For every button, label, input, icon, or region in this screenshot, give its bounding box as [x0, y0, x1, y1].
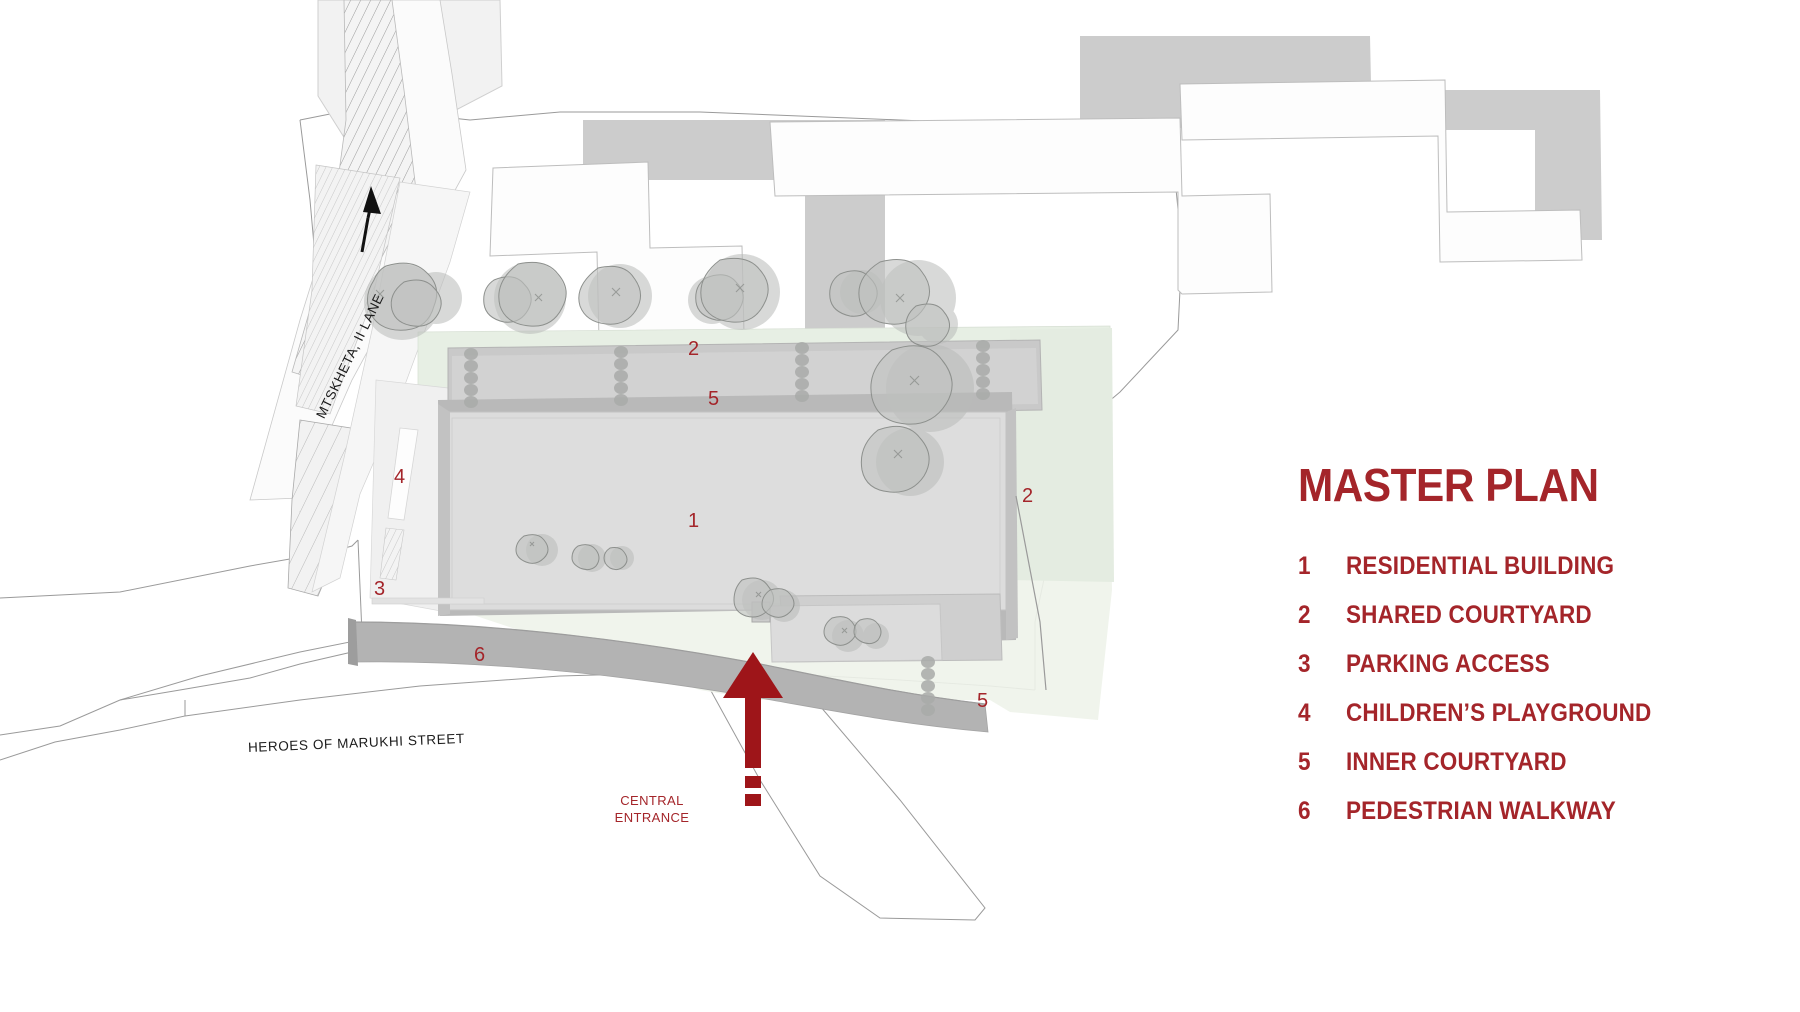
- plan-number-2-right: 2: [1022, 485, 1034, 507]
- legend-number-6: 6: [1298, 797, 1311, 825]
- childrens-playground: [371, 427, 485, 605]
- legend-number-2: 2: [1298, 601, 1311, 629]
- pedestrian-walkway: [348, 618, 989, 733]
- north-arrow: [360, 186, 381, 253]
- legend-label-4: CHILDREN’S PLAYGROUND: [1346, 699, 1652, 727]
- plan-number-5-top: 5: [708, 388, 720, 410]
- entrance-line-2: ENTRANCE: [614, 810, 690, 826]
- legend-label-2: SHARED COURTYARD: [1346, 601, 1592, 629]
- legend-item-3: 3 PARKING ACCESS: [1298, 650, 1758, 680]
- legend-title: MASTER PLAN: [1298, 459, 1599, 511]
- hedge-rows: [464, 340, 990, 716]
- plan-number-2-top: 2: [688, 338, 700, 360]
- plan-number-4: 4: [394, 466, 406, 488]
- legend-number-5: 5: [1298, 748, 1311, 776]
- legend-number-1: 1: [1298, 552, 1311, 580]
- central-entrance-arrow: [723, 652, 783, 806]
- entrance-line-1: CENTRAL: [620, 793, 684, 808]
- site-fence-line: [1015, 495, 1047, 691]
- legend-item-6: 6 PEDESTRIAN WALKWAY: [1298, 797, 1758, 827]
- legend-item-4: 4 CHILDREN’S PLAYGROUND: [1298, 699, 1758, 729]
- central-entrance-label: CENTRAL ENTRANCE: [597, 792, 707, 826]
- legend-label-6: PEDESTRIAN WALKWAY: [1346, 797, 1616, 825]
- legend-panel: MASTER PLAN 1 RESIDENTIAL BUILDING 2 SHA…: [1298, 462, 1758, 846]
- plan-number-5-bottom: 5: [977, 690, 989, 712]
- legend-number-4: 4: [1298, 699, 1311, 727]
- legend-label-1: RESIDENTIAL BUILDING: [1346, 552, 1615, 580]
- plan-number-6: 6: [474, 644, 486, 666]
- legend-label-5: INNER COURTYARD: [1346, 748, 1567, 776]
- legend-label-3: PARKING ACCESS: [1346, 650, 1550, 678]
- plan-number-1: 1: [688, 510, 700, 532]
- legend-number-3: 3: [1298, 650, 1311, 678]
- legend-item-2: 2 SHARED COURTYARD: [1298, 601, 1758, 631]
- tree-canopies: [364, 254, 974, 652]
- plan-number-3: 3: [374, 578, 386, 600]
- legend-item-1: 1 RESIDENTIAL BUILDING: [1298, 552, 1758, 582]
- legend-item-5: 5 INNER COURTYARD: [1298, 748, 1758, 778]
